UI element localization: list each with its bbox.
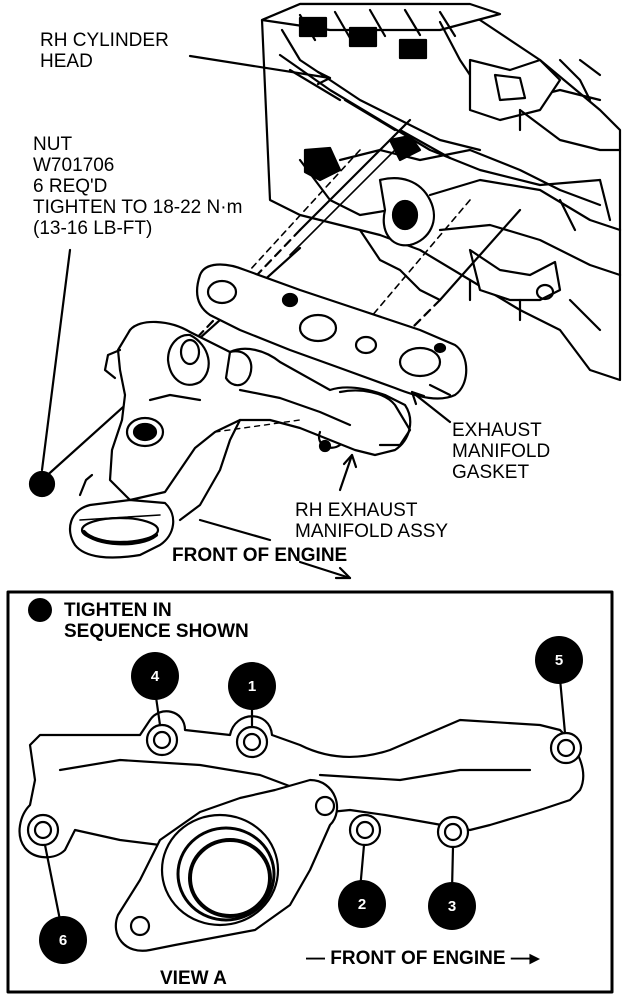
label-exhaust-manifold-gasket: EXHAUST MANIFOLD GASKET xyxy=(452,420,551,483)
sequence-marker-3: 3 xyxy=(428,882,476,930)
label-tighten-sequence: TIGHTEN IN SEQUENCE SHOWN xyxy=(64,600,249,642)
cylinder-head-illustration xyxy=(260,2,622,382)
sequence-marker-2: 2 xyxy=(338,880,386,928)
label-rh-exhaust-manifold-assy: RH EXHAUST MANIFOLD ASSY xyxy=(295,500,449,542)
svg-text:3: 3 xyxy=(448,898,456,915)
svg-text:5: 5 xyxy=(555,652,563,669)
nut-icon xyxy=(28,248,72,498)
view-a-manifold xyxy=(18,666,585,952)
exhaust-manifold-gasket xyxy=(195,263,468,400)
svg-text:2: 2 xyxy=(358,896,366,913)
sequence-marker-6: 6 xyxy=(39,916,87,964)
label-front-of-engine-top: FRONT OF ENGINE xyxy=(172,545,348,566)
label-nut: NUT W701706 6 REQ'D TIGHTEN TO 18-22 N·m… xyxy=(33,134,243,239)
label-front-of-engine-view-a: — FRONT OF ENGINE —▸ xyxy=(306,948,540,969)
legend-bullet-icon xyxy=(28,598,52,622)
svg-text:6: 6 xyxy=(59,932,67,949)
label-view-a: VIEW A xyxy=(160,968,227,989)
svg-text:4: 4 xyxy=(151,668,160,685)
svg-text:1: 1 xyxy=(248,678,256,695)
label-rh-cylinder-head: RH CYLINDER HEAD xyxy=(40,30,169,72)
sequence-marker-4: 4 xyxy=(131,652,179,700)
sequence-markers: 4 1 5 6 2 3 xyxy=(39,636,583,964)
sequence-marker-1: 1 xyxy=(228,662,276,710)
leader-lines xyxy=(188,54,452,580)
sequence-marker-5: 5 xyxy=(535,636,583,684)
rh-exhaust-manifold xyxy=(68,320,412,559)
